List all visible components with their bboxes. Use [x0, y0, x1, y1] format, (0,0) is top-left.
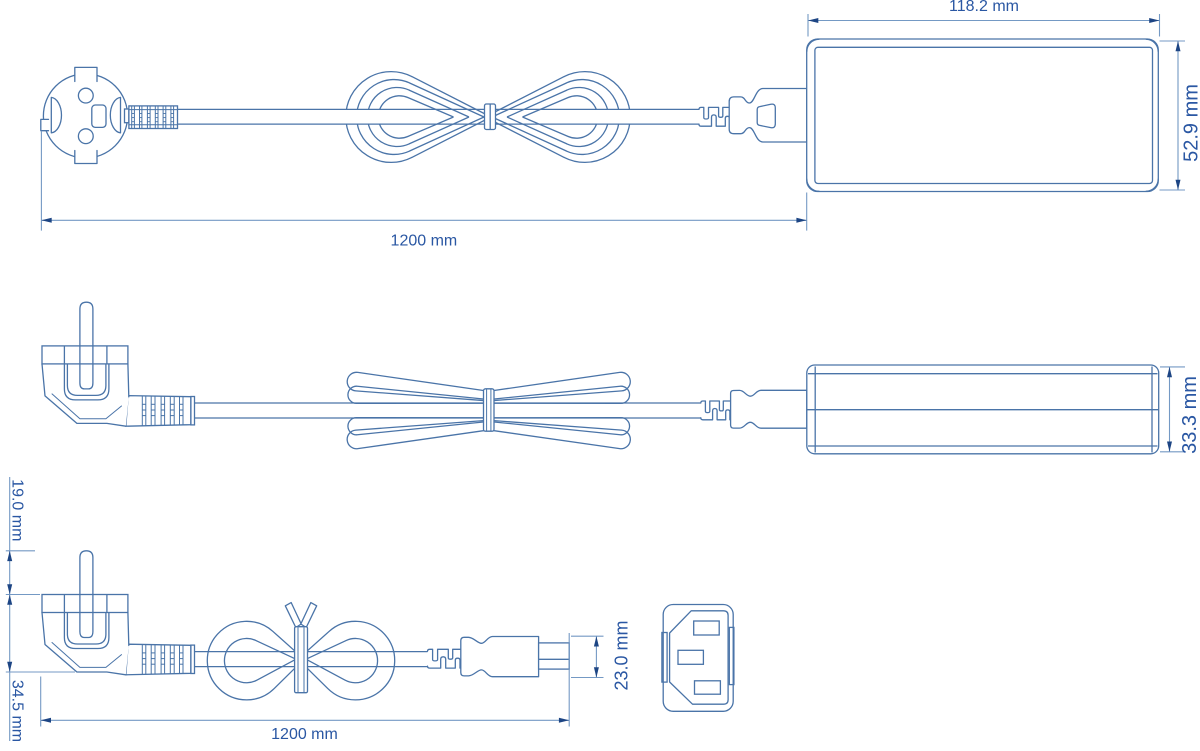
svg-text:34.5 mm: 34.5 mm — [9, 680, 26, 742]
svg-text:23.0 mm: 23.0 mm — [612, 620, 632, 690]
svg-text:1200 mm: 1200 mm — [271, 726, 338, 743]
svg-text:1200 mm: 1200 mm — [391, 232, 458, 249]
svg-text:52.9 mm: 52.9 mm — [1181, 84, 1200, 162]
svg-text:33.3 mm: 33.3 mm — [1179, 376, 1200, 454]
svg-text:19.0 mm: 19.0 mm — [9, 479, 26, 541]
svg-text:118.2 mm: 118.2 mm — [949, 0, 1019, 15]
